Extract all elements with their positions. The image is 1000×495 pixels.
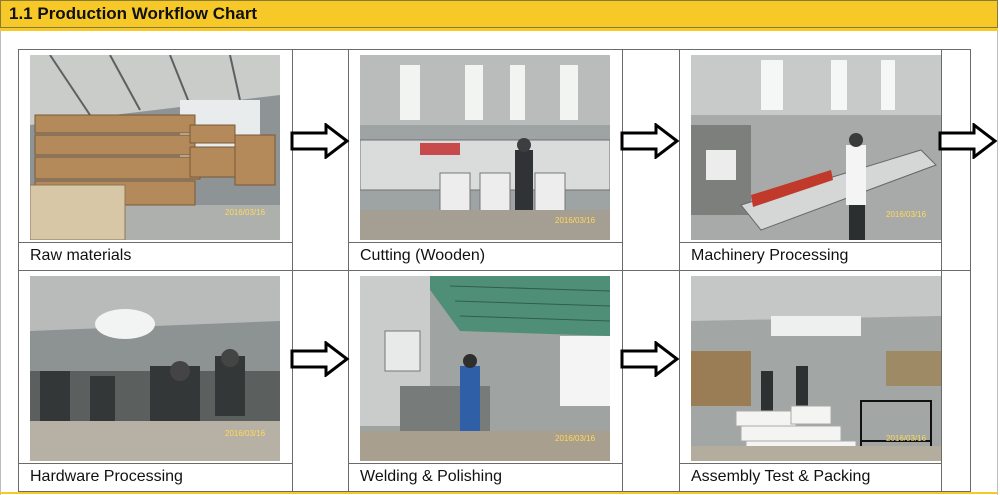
- table-rule-vertical: [970, 49, 971, 492]
- photo-date-stamp: 2016/03/16: [225, 208, 266, 217]
- raw-materials-photo: 2016/03/16: [30, 55, 280, 240]
- arrow-right-icon: [290, 123, 350, 159]
- caption-rule: [679, 242, 941, 243]
- frame-left-border: [0, 31, 1, 495]
- table-rule-bottom: [18, 491, 971, 492]
- photo-date-stamp: 2016/03/16: [886, 210, 927, 219]
- step-label-assembly: Assembly Test & Packing: [691, 468, 871, 485]
- table-rule-vertical: [679, 49, 680, 492]
- step-label-raw-materials: Raw materials: [30, 247, 132, 264]
- arrow-right-icon: [290, 341, 350, 377]
- workflow-table: 2016/03/16 2016/03/16: [18, 49, 998, 492]
- section-header: 1.1 Production Workflow Chart: [0, 0, 998, 28]
- step-label-machinery: Machinery Processing: [691, 247, 849, 264]
- photo-date-stamp: 2016/03/16: [555, 434, 596, 443]
- arrow-right-icon: [620, 341, 680, 377]
- caption-rule: [679, 463, 941, 464]
- caption-rule: [348, 242, 622, 243]
- table-rule-top: [18, 49, 971, 50]
- hardware-photo: 2016/03/16: [30, 276, 280, 461]
- frame-bottom-border: [0, 492, 998, 494]
- welding-photo: 2016/03/16: [360, 276, 610, 461]
- caption-rule: [348, 463, 622, 464]
- machinery-photo: 2016/03/16: [691, 55, 941, 240]
- table-rule-vertical: [292, 49, 293, 492]
- frame-right-border: [997, 31, 998, 495]
- cutting-photo: 2016/03/16: [360, 55, 610, 240]
- table-rule-vertical: [348, 49, 349, 492]
- caption-rule: [18, 463, 292, 464]
- table-rule-vertical: [941, 49, 942, 492]
- table-rule-middle: [18, 270, 971, 271]
- step-label-cutting: Cutting (Wooden): [360, 247, 486, 264]
- header-underline: [0, 28, 998, 31]
- table-rule-vertical: [622, 49, 623, 492]
- photo-date-stamp: 2016/03/16: [886, 434, 927, 443]
- arrow-right-icon: [938, 123, 998, 159]
- assembly-photo: 2016/03/16: [691, 276, 941, 461]
- arrow-right-icon: [620, 123, 680, 159]
- step-label-hardware: Hardware Processing: [30, 468, 183, 485]
- step-label-welding: Welding & Polishing: [360, 468, 503, 485]
- page-title: 1.1 Production Workflow Chart: [9, 4, 258, 23]
- photo-date-stamp: 2016/03/16: [555, 216, 596, 225]
- caption-rule: [18, 242, 292, 243]
- table-rule-vertical: [18, 49, 19, 492]
- photo-date-stamp: 2016/03/16: [225, 429, 266, 438]
